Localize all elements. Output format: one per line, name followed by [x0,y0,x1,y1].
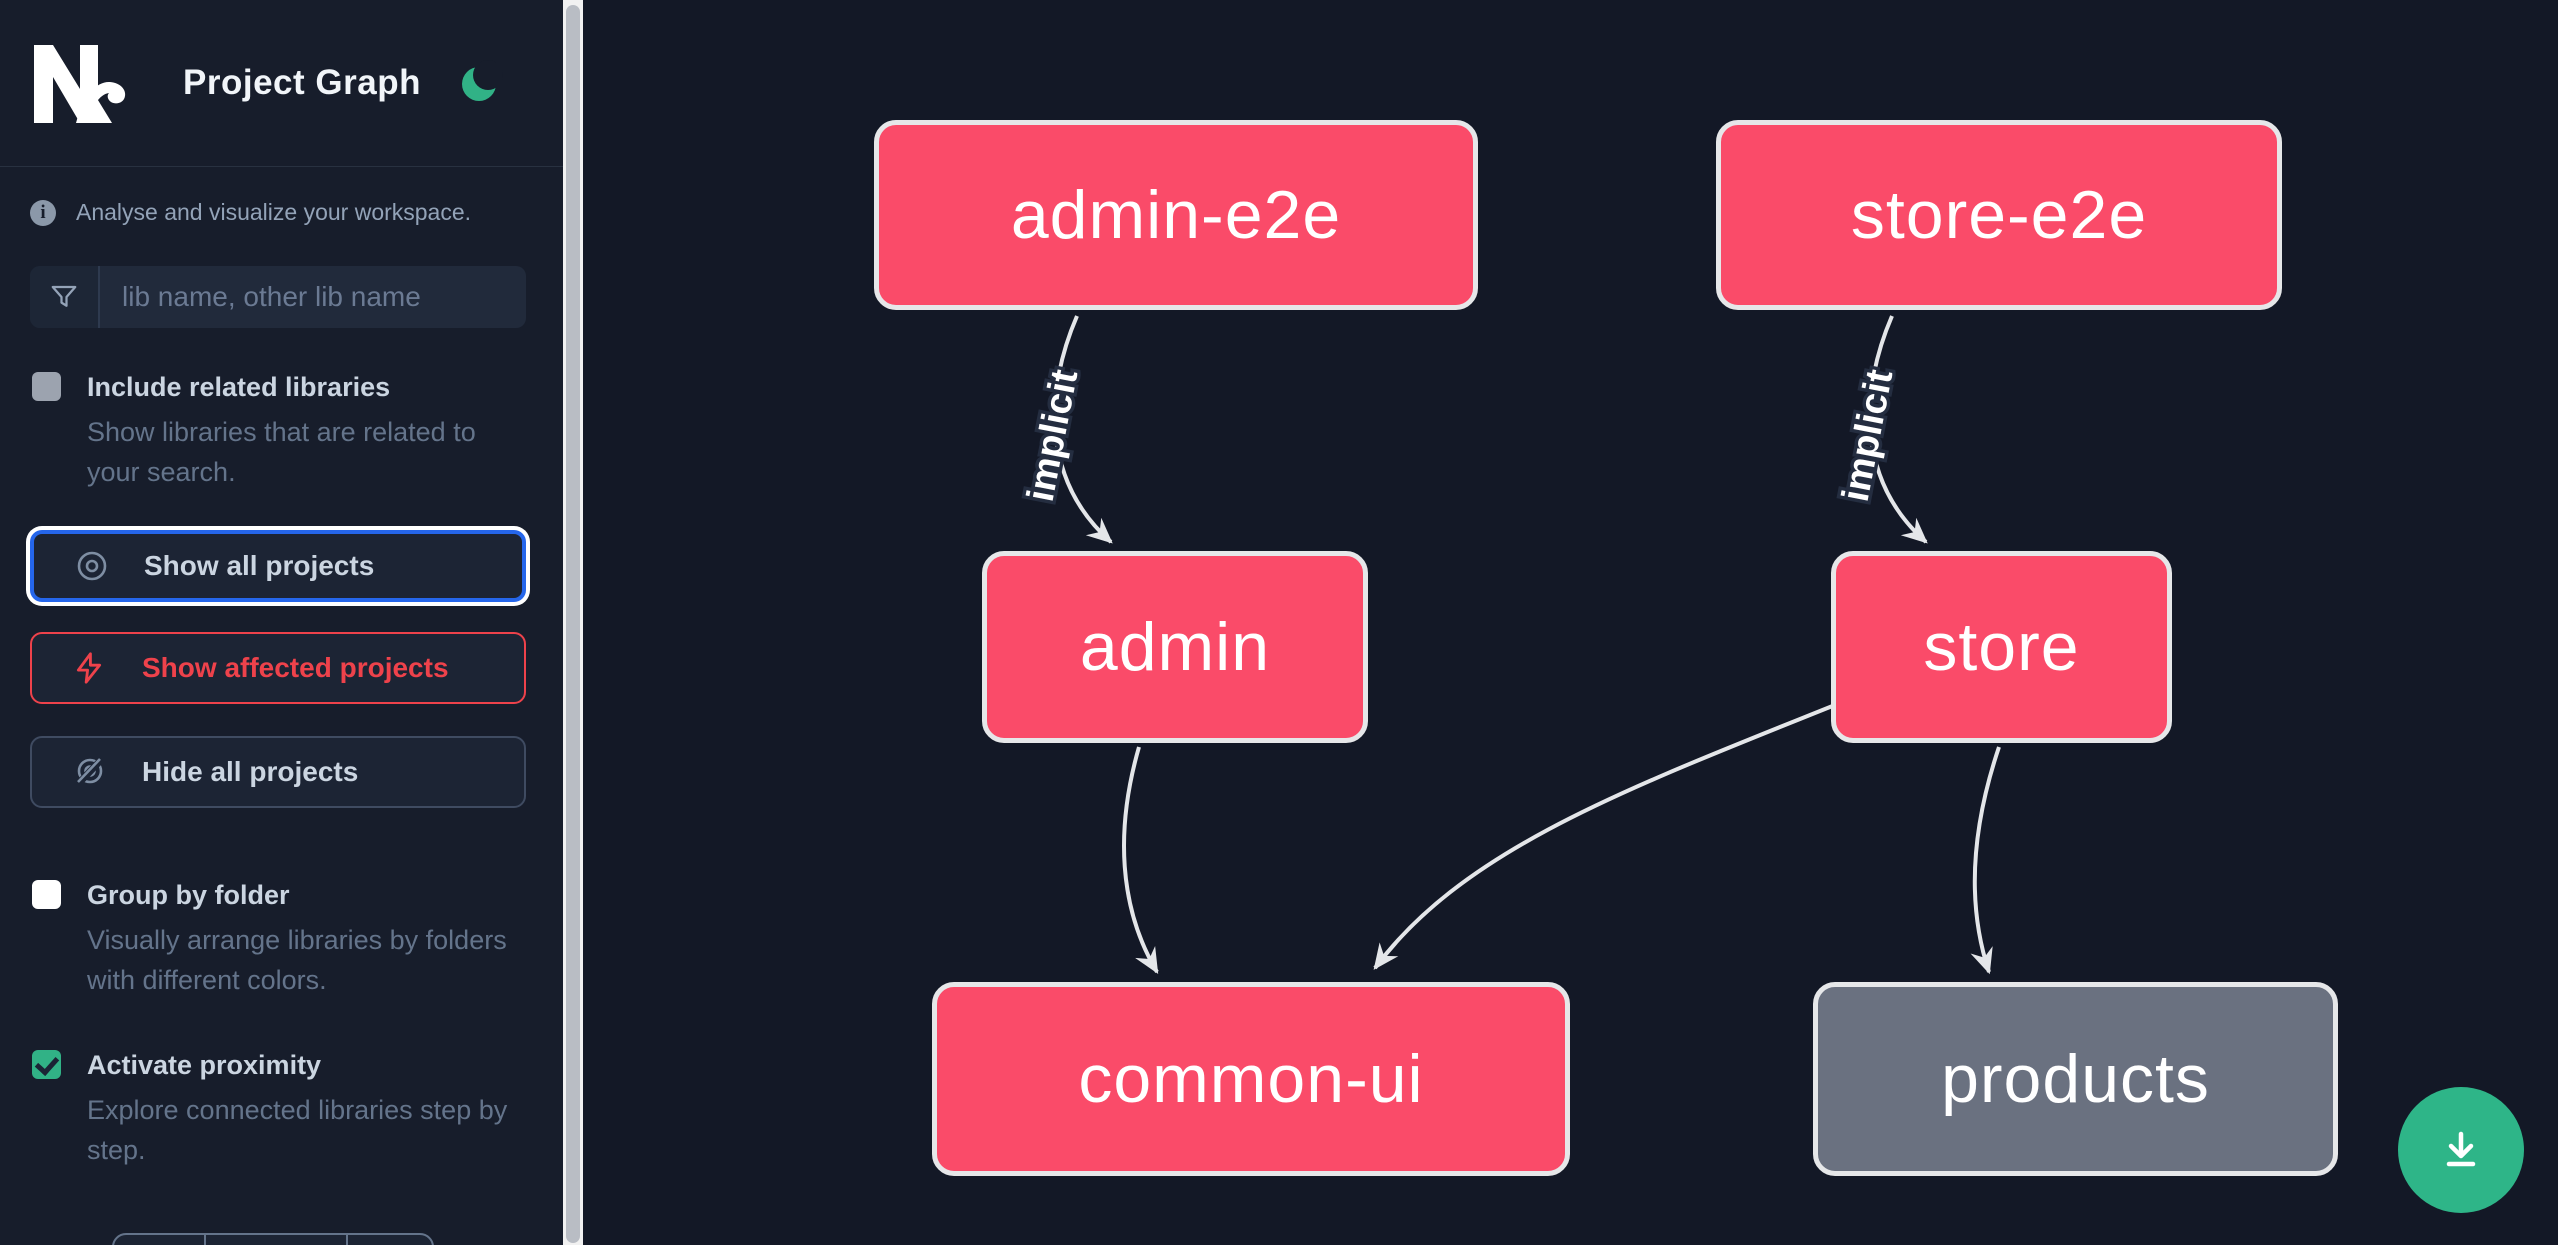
toggle-include-related: Include related libraries Show libraries… [0,328,563,492]
edge-store-to-common-ui[interactable] [1373,703,1836,970]
filter-funnel-icon [30,266,100,328]
button-label: Hide all projects [142,756,359,787]
group-by-folder-checkbox[interactable] [32,880,61,909]
toggle-label[interactable]: Group by folder [87,880,290,910]
proximity-stepper [112,1233,434,1245]
sidebar-scrollbar[interactable] [563,0,583,1245]
nx-logo-icon [34,45,126,123]
graph-canvas[interactable]: implicit implicit admin-e2e store-e2e admin… [583,0,2558,1245]
toggle-description: Visually arrange libraries by folders wi… [87,925,507,995]
graph-node-store[interactable]: store [1831,551,2172,743]
graph-node-admin[interactable]: admin [982,551,1368,743]
toggle-description: Show libraries that are related to your … [87,417,476,487]
graph-node-admin-e2e[interactable]: admin-e2e [874,120,1478,310]
eye-icon [74,548,110,584]
bolt-icon [72,650,108,686]
hide-all-projects-button[interactable]: Hide all projects [30,736,526,808]
show-all-projects-button[interactable]: Show all projects [30,530,526,602]
sidebar: Project Graph i Analyse and visualize yo… [0,0,563,1245]
scrollbar-thumb[interactable] [566,5,580,1243]
show-affected-projects-button[interactable]: Show affected projects [30,632,526,704]
proximity-increment[interactable] [348,1235,432,1245]
activate-proximity-checkbox[interactable] [32,1050,61,1079]
edge-label-store-e2e: implicit [1835,366,1902,505]
sidebar-header: Project Graph [0,0,563,167]
toggle-description: Explore connected libraries step by step… [87,1095,508,1165]
graph-node-common-ui[interactable]: common-ui [932,982,1570,1176]
eye-off-icon [72,754,108,790]
toggle-activate-proximity: Activate proximity Explore connected lib… [0,1000,563,1170]
toggle-label[interactable]: Activate proximity [87,1050,322,1080]
button-label: Show all projects [144,550,375,581]
edge-admin-to-common-ui[interactable] [1122,746,1159,975]
workspace-tagline: i Analyse and visualize your workspace. [0,167,563,252]
proximity-value [206,1235,348,1245]
toggle-label[interactable]: Include related libraries [87,372,391,402]
proximity-decrement[interactable] [114,1235,206,1245]
edge-admin-e2e-to-admin[interactable] [1052,315,1113,544]
search-input[interactable] [100,266,526,328]
download-button[interactable] [2398,1087,2524,1213]
include-related-checkbox[interactable] [32,372,61,401]
button-label: Show affected projects [142,652,449,683]
search-box [30,266,526,328]
download-icon [2446,1131,2476,1167]
edge-store-e2e-to-store[interactable] [1867,315,1928,544]
info-icon: i [30,199,56,226]
edge-label-admin-e2e: implicit [1020,366,1087,505]
graph-node-store-e2e[interactable]: store-e2e [1716,120,2282,310]
graph-node-products[interactable]: products [1813,982,2338,1176]
toggle-group-by-folder: Group by folder Visually arrange librari… [0,808,563,1000]
edge-store-to-products[interactable] [1970,746,2001,975]
graph-edges-layer: implicit implicit [1016,315,2001,975]
page-title: Project Graph [183,63,421,102]
tagline-text: Analyse and visualize your workspace. [76,199,472,225]
moon-icon[interactable] [457,58,507,108]
